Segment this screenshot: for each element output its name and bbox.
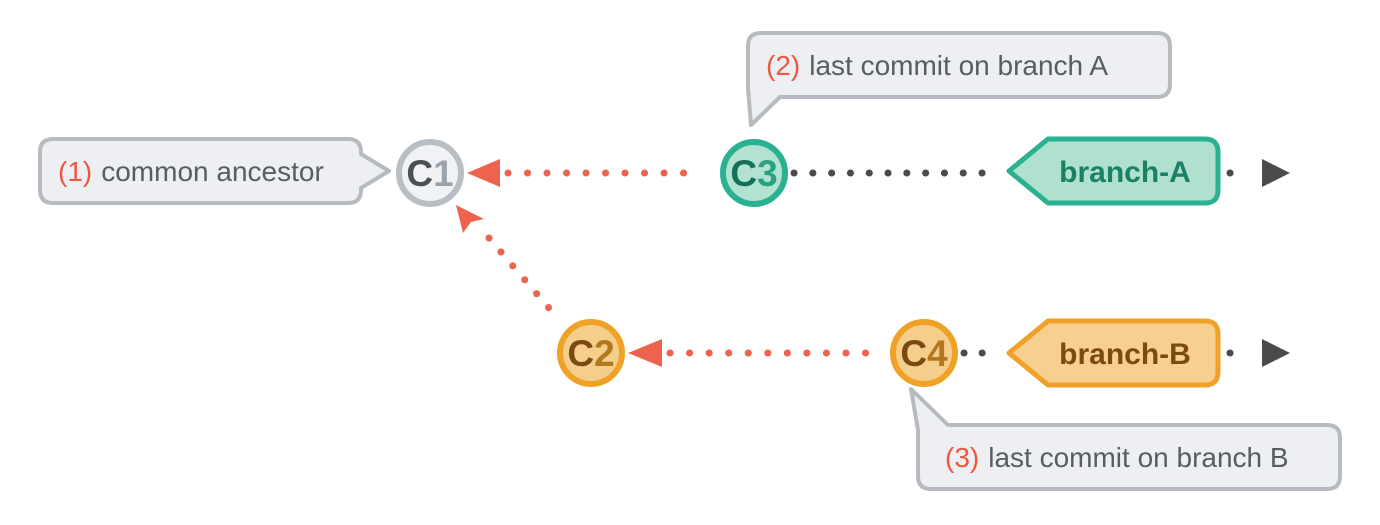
timeline-branch-a (790, 159, 1290, 187)
branch-label: branch-B (1059, 338, 1191, 371)
branch-tag-shape (1006, 318, 1221, 388)
red-arrowhead-up-left-icon (456, 205, 484, 233)
callout-label: last commit on branch A (809, 50, 1108, 81)
callout-number: (2) (766, 50, 800, 81)
callout-number: (3) (945, 442, 979, 473)
callout-text: (1) common ancestor (58, 156, 324, 187)
callout-text: (3) last commit on branch B (945, 442, 1289, 473)
branch-tag-a: branch-A (1006, 136, 1221, 206)
commit-node-c2: C2 (557, 319, 625, 387)
callout-label: last commit on branch B (988, 442, 1288, 473)
commit-label: C4 (900, 333, 948, 374)
red-arrowhead-left-icon (467, 159, 500, 187)
commit-circle (396, 139, 464, 207)
speech-bubble (746, 31, 1172, 127)
callout-common-ancestor: (1) common ancestor (38, 137, 391, 205)
red-arrowhead-left-icon (628, 339, 662, 367)
connector-c4-to-c2 (628, 339, 888, 367)
dark-arrowhead-right-icon (1262, 159, 1290, 187)
commit-label: C3 (730, 153, 777, 194)
commit-label: C1 (406, 153, 453, 194)
commit-node-c4: C4 (890, 319, 958, 387)
timeline-branch-b (960, 339, 1290, 367)
speech-bubble (909, 387, 1342, 491)
callout-last-commit-branch-a: (2) last commit on branch A (746, 31, 1172, 127)
dotted-line-c2-to-c1 (485, 234, 564, 325)
commit-node-c3: C3 (720, 139, 788, 207)
callout-label: common ancestor (101, 156, 324, 187)
commit-circle (720, 139, 788, 207)
connector-c2-to-c1 (456, 205, 564, 325)
commit-node-c1: C1 (396, 139, 464, 207)
callout-number: (1) (58, 156, 92, 187)
speech-bubble (38, 137, 391, 205)
connector-c3-to-c1 (467, 159, 706, 187)
branch-tag-shape (1006, 136, 1221, 206)
branch-tag-b: branch-B (1006, 318, 1221, 388)
callout-last-commit-branch-b: (3) last commit on branch B (909, 387, 1342, 491)
commit-label: C2 (567, 333, 614, 374)
commit-circle (890, 319, 958, 387)
callout-text: (2) last commit on branch A (766, 50, 1108, 81)
dark-arrowhead-right-icon (1262, 339, 1290, 367)
branch-label: branch-A (1059, 156, 1191, 189)
commit-circle (557, 319, 625, 387)
